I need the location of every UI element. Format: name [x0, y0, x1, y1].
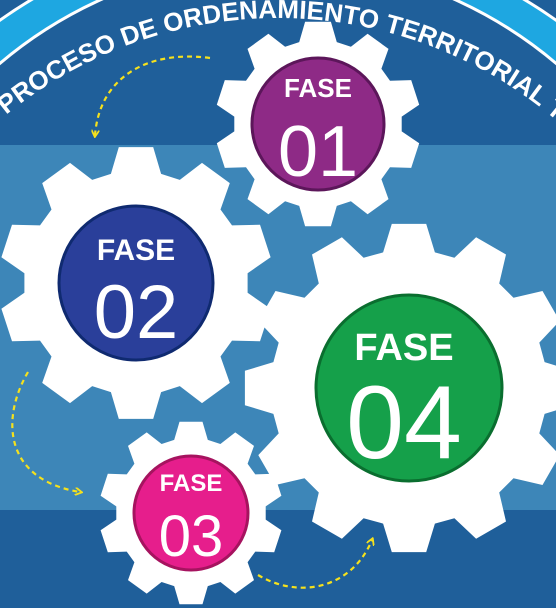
phase-label: FASE	[284, 73, 352, 103]
phase-label: FASE	[97, 234, 175, 267]
phase-label: FASE	[160, 470, 223, 497]
phase-number: 02	[94, 270, 179, 355]
phase-number: 03	[159, 504, 224, 569]
gear-phase-03: FASE 03	[100, 421, 282, 605]
title-banner	[0, 0, 556, 66]
phase-number: 01	[278, 112, 358, 192]
phase-circle	[132, 454, 250, 572]
phase-circle	[57, 204, 215, 362]
phase-circle	[250, 56, 386, 192]
gear-phase-02: FASE 02	[1, 147, 271, 419]
dashed-arrow-icon	[95, 55, 211, 135]
phase-label: FASE	[354, 327, 453, 369]
phase-number: 04	[346, 365, 462, 481]
gear-phase-01: FASE 01	[216, 21, 420, 227]
dashed-arrow-icon	[257, 540, 372, 589]
gear-phase-04: FASE 04	[244, 223, 556, 553]
phase-circle	[314, 293, 504, 483]
dashed-arrow-icon	[11, 371, 80, 492]
